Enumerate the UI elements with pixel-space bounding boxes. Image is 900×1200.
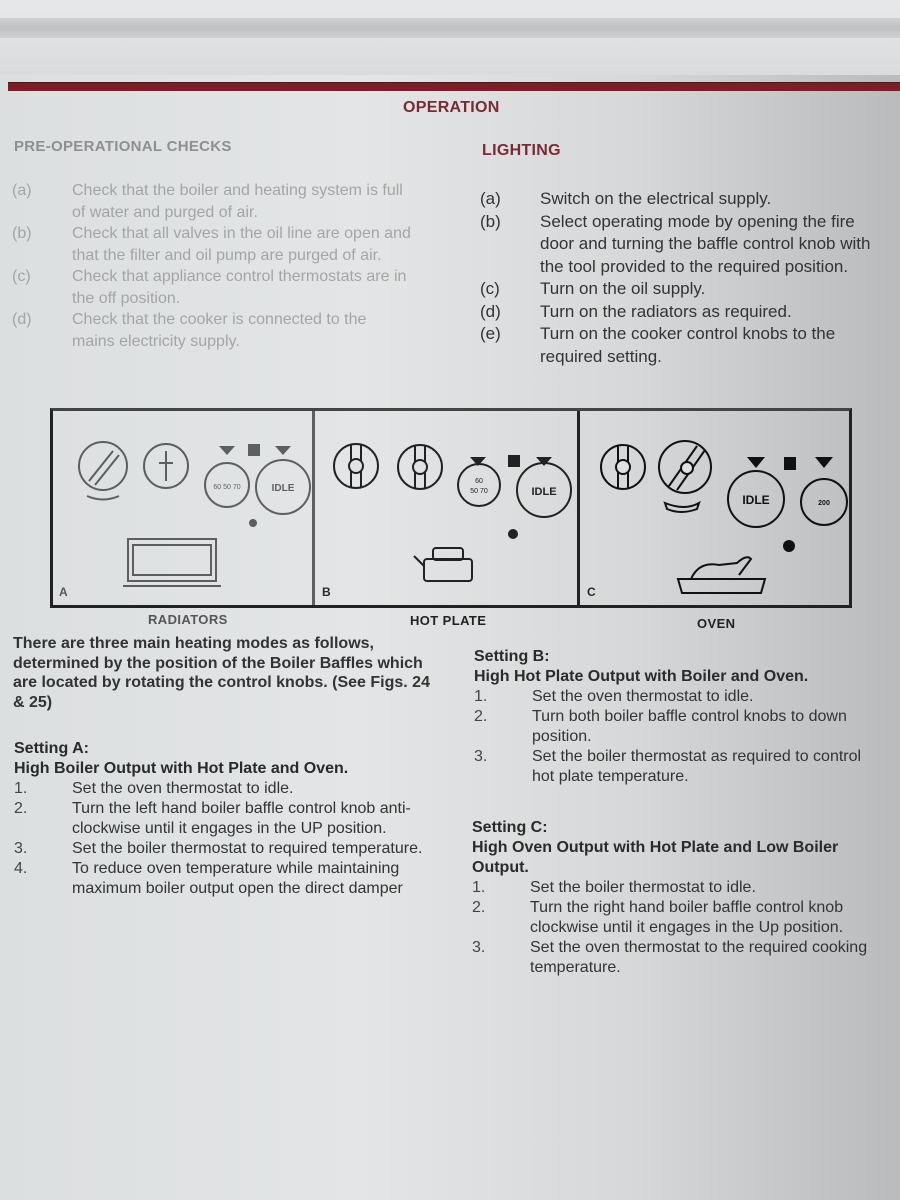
svg-text:IDLE: IDLE (272, 483, 295, 494)
knob-icon (143, 443, 189, 489)
page-fold-band (0, 18, 900, 38)
list-item: (b)Check that all valves in the oil line… (12, 225, 411, 264)
idle-dial-icon (727, 470, 785, 528)
svg-text:50 70: 50 70 (470, 488, 488, 495)
svg-text:IDLE: IDLE (531, 486, 556, 498)
svg-text:IDLE: IDLE (742, 493, 769, 507)
pre-checks-heading: PRE-OPERATIONAL CHECKS (14, 138, 232, 155)
caption-radiators: RADIATORS (148, 612, 228, 627)
step-item: 2.Turn both boiler baffle control knobs … (474, 708, 847, 745)
setting-title: Setting C: (472, 819, 548, 836)
kettle-icon (423, 558, 473, 582)
lighting-list: (a)Switch on the electrical supply. (b)S… (480, 188, 892, 368)
setting-b: Setting B: High Hot Plate Output with Bo… (474, 647, 884, 787)
header-rule (8, 82, 900, 91)
step-item: 2.Turn the left hand boiler baffle contr… (14, 800, 411, 837)
indicator-dot-icon (783, 540, 795, 552)
panel-letter: A (59, 585, 68, 599)
knob-slot-icon (88, 450, 120, 486)
hot-plate-panel-illustration: 60 50 70 IDLE (333, 443, 572, 582)
step-item: 3.Set the boiler thermostat as required … (474, 748, 862, 785)
lighting-heading: LIGHTING (482, 142, 561, 159)
setting-subtitle: High Oven Output with Hot Plate and Low … (472, 839, 839, 876)
setting-subtitle: High Boiler Output with Hot Plate and Ov… (14, 760, 349, 777)
list-item: (d)Check that the cooker is connected to… (12, 311, 367, 350)
indicator-triangle-icon (747, 457, 765, 468)
indicator-light-icon (248, 444, 260, 456)
list-item: (a)Switch on the electrical supply. (480, 189, 772, 208)
setting-a: Setting A: High Boiler Output with Hot P… (14, 739, 434, 899)
radiators-panel-illustration: 60 50 70 IDLE (78, 441, 311, 587)
indicator-dot-icon (249, 519, 257, 527)
section-title: OPERATION (403, 99, 500, 116)
thermostat-dial-icon (457, 463, 501, 507)
setting-subtitle: High Hot Plate Output with Boiler and Ov… (474, 668, 809, 685)
step-item: 2.Turn the right hand boiler baffle cont… (472, 899, 844, 936)
list-item: (b)Select operating mode by opening the … (480, 211, 871, 276)
control-panel-diagram: 60 50 70 IDLE A (50, 408, 852, 608)
indicator-light-icon (508, 455, 520, 467)
caption-oven: OVEN (697, 616, 736, 631)
temperature-dial-icon (800, 478, 848, 526)
oven-panel-illustration: IDLE 200 (600, 440, 848, 594)
roast-chicken-icon (690, 556, 753, 580)
indicator-light-icon (784, 457, 796, 470)
setting-title: Setting B: (474, 648, 550, 665)
panel-radiators: 60 50 70 IDLE A (53, 411, 315, 605)
panel-letter: B (322, 585, 331, 599)
panel-letter: C (587, 585, 596, 599)
step-item: 1.Set the boiler thermostat to idle. (472, 879, 756, 896)
list-item: (a)Check that the boiler and heating sys… (12, 182, 403, 221)
indicator-triangle-icon (470, 457, 486, 466)
step-item: 3.Set the oven thermostat to the require… (472, 939, 868, 976)
baffle-knob-icon (600, 444, 646, 490)
heating-modes-intro: There are three main heating modes as fo… (13, 635, 430, 711)
step-item: 1.Set the oven thermostat to idle. (14, 780, 294, 797)
step-item: 3.Set the boiler thermostat to required … (14, 840, 423, 857)
svg-text:200: 200 (818, 500, 830, 507)
svg-text:60 50 70: 60 50 70 (213, 484, 240, 491)
baffle-knob-icon (397, 444, 443, 490)
thermostat-dial-icon (204, 462, 250, 508)
panel-oven: IDLE 200 C (581, 411, 849, 605)
baffle-knob-icon-rotated (658, 440, 712, 494)
roast-tray-icon (676, 578, 767, 594)
setting-title: Setting A: (14, 740, 89, 757)
indicator-dot-icon (508, 529, 518, 539)
list-item: (c)Turn on the oil supply. (480, 279, 706, 298)
indicator-triangle-icon (536, 457, 552, 466)
idle-dial-icon (255, 459, 311, 515)
indicator-triangle-icon (219, 446, 235, 455)
list-item: (e)Turn on the cooker control knobs to t… (480, 324, 836, 366)
step-item: 4.To reduce oven temperature while maint… (14, 860, 403, 897)
step-item: 1.Set the oven thermostat to idle. (474, 688, 754, 705)
list-item: (d)Turn on the radiators as required. (480, 301, 792, 321)
svg-text:60: 60 (475, 478, 483, 485)
setting-c: Setting C: High Oven Output with Hot Pla… (472, 818, 892, 978)
list-item: (c)Check that appliance control thermost… (12, 268, 407, 307)
caption-hot-plate: HOT PLATE (410, 613, 487, 628)
knob-icon (78, 441, 128, 491)
indicator-triangle-icon (815, 457, 833, 468)
baffle-knob-icon (333, 443, 379, 489)
indicator-triangle-icon (275, 446, 291, 455)
pre-checks-list: (a)Check that the boiler and heating sys… (12, 180, 412, 352)
panel-hot-plate: 60 50 70 IDLE B (316, 411, 580, 605)
